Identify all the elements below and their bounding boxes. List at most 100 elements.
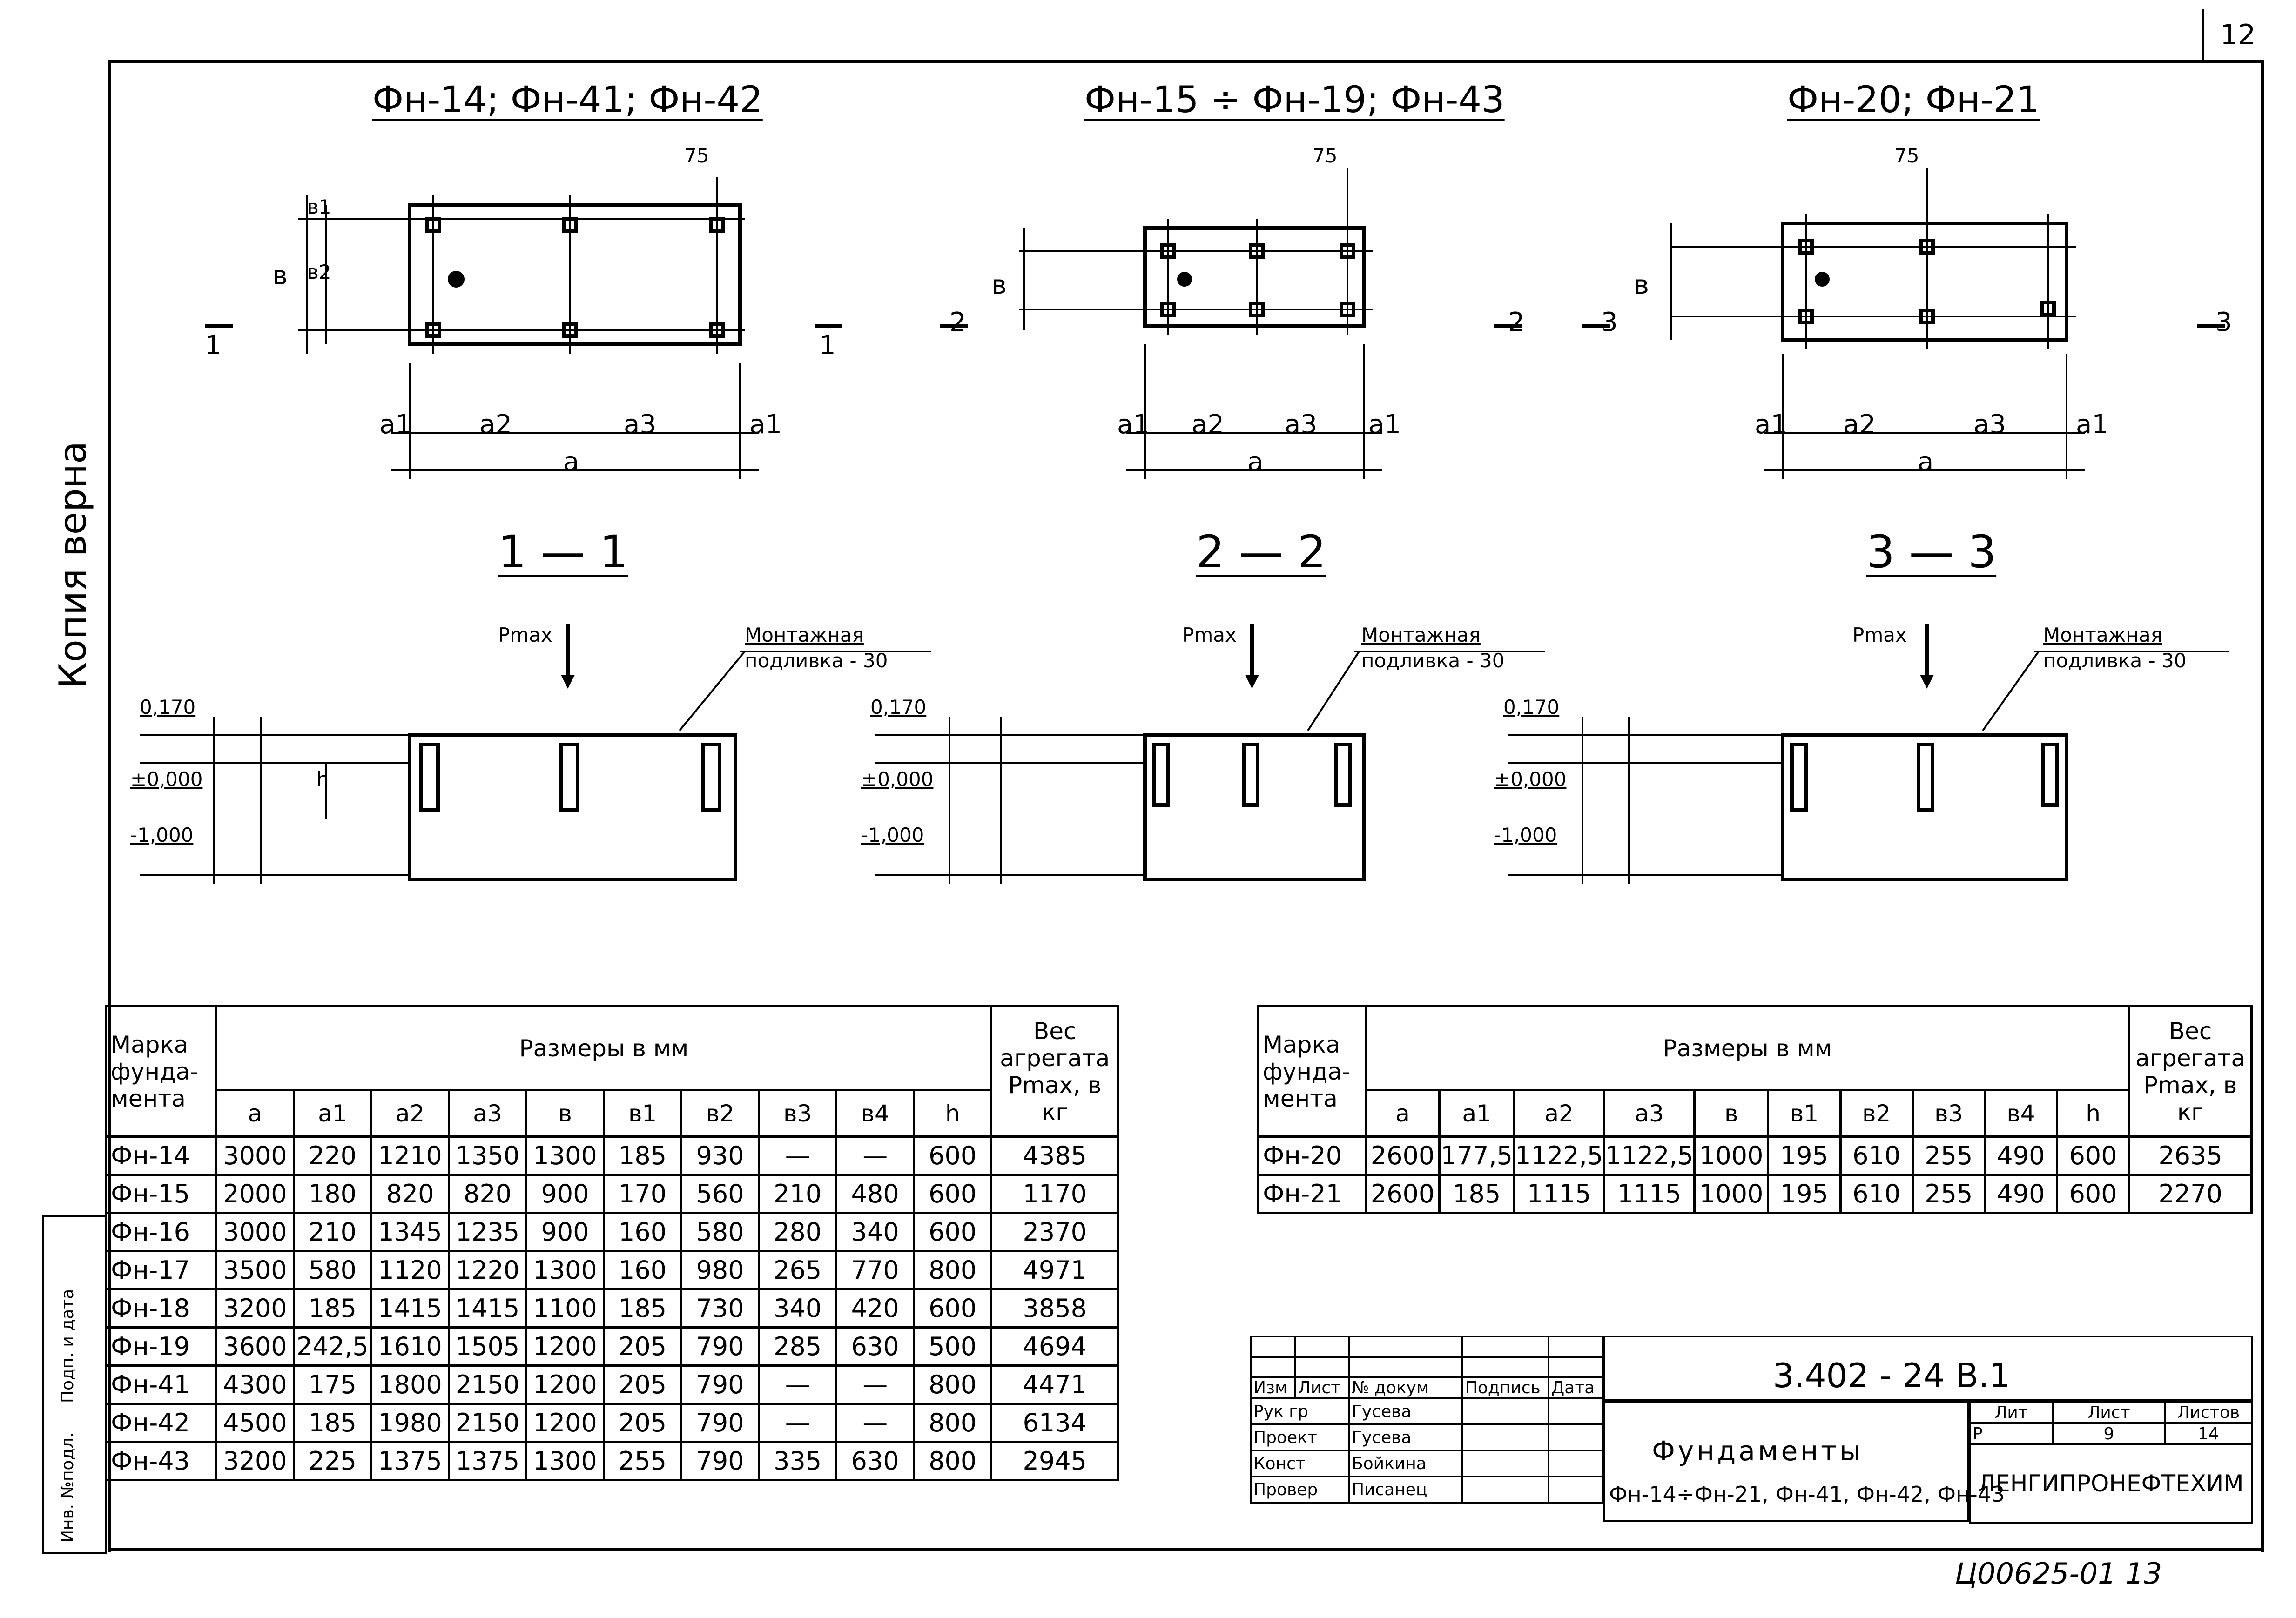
row-cell: 1120 xyxy=(370,1250,450,1290)
row-cell: 580 xyxy=(680,1212,760,1252)
stamp-title-2: Фн-14÷Фн-21, Фн-41, Фн-42, Фн-43 xyxy=(1609,1482,2005,1507)
stamp-title-1: Фундаменты xyxy=(1652,1435,1864,1467)
tl-header-sizes: Размеры в мм xyxy=(215,1005,993,1091)
row-cell: 900 xyxy=(525,1212,605,1252)
section2-lev-zero: ±0,000 xyxy=(861,768,934,791)
row-cell: 1122,5 xyxy=(1603,1135,1696,1176)
plan2-label-75: 75 xyxy=(1313,144,1338,167)
plan3-section-mark-right: 3 xyxy=(2215,307,2232,337)
tl-header-weight: Вес агрегата Pmax, в кг xyxy=(990,1005,1119,1138)
plan-3 xyxy=(1582,168,2225,479)
plan3-label-a3: a3 xyxy=(1973,410,2006,440)
plan2-label-a1: a1 xyxy=(1117,410,1150,440)
tl-header-mark: Марка фунда-мента xyxy=(104,1005,218,1138)
stamp-sheet: 9 xyxy=(2052,1422,2166,1445)
plan1-section-mark-left: 1 xyxy=(205,330,222,361)
row-cell: 4385 xyxy=(990,1135,1119,1176)
row-cell: 490 xyxy=(1983,1174,2059,1214)
plan1-label-75: 75 xyxy=(684,144,709,167)
row-cell: 2600 xyxy=(1364,1174,1441,1214)
section1-lev-top: 0,170 xyxy=(140,696,196,718)
row-cell: 3000 xyxy=(215,1135,295,1176)
stamp-name-1: Гусева xyxy=(1347,1397,1463,1425)
row-cell: 242,5 xyxy=(292,1326,373,1367)
row-cell: 160 xyxy=(602,1212,683,1252)
row-cell: 3200 xyxy=(215,1288,295,1329)
section-title-2: 2 — 2 xyxy=(1196,526,1326,578)
row-cell: 1000 xyxy=(1693,1135,1770,1176)
stamp-title-cell: Фундаменты Фн-14÷Фн-21, Фн-41, Фн-42, Фн… xyxy=(1603,1401,2005,1522)
sheet-frame xyxy=(108,60,2264,1552)
row-cell: 185 xyxy=(602,1288,683,1329)
row-cell: 4300 xyxy=(215,1364,295,1405)
row-mark: Фн-41 xyxy=(104,1364,218,1405)
row-cell: 1115 xyxy=(1513,1174,1606,1214)
row-cell: 1000 xyxy=(1693,1174,1770,1214)
section3-grout2: подливка - 30 xyxy=(2043,649,2187,672)
row-cell: 1980 xyxy=(370,1403,450,1443)
row-mark: Фн-14 xyxy=(104,1135,218,1176)
section1-lev-bot: -1,000 xyxy=(130,824,194,846)
section2-grout: Монтажная xyxy=(1361,624,1481,646)
row-cell: 800 xyxy=(912,1250,993,1290)
row-cell: 170 xyxy=(602,1174,683,1214)
section-1 xyxy=(140,624,931,884)
section3-lev-top: 0,170 xyxy=(1503,696,1560,718)
row-cell: 1375 xyxy=(447,1441,528,1481)
row-cell: 2600 xyxy=(1364,1135,1441,1176)
row-cell: 1210 xyxy=(370,1135,450,1176)
stamp-org: ЛЕНГИПРОНЕФТЕХИМ xyxy=(1969,1443,2253,1524)
plan2-section-mark-right: 2 xyxy=(1508,307,1525,337)
row-cell: 255 xyxy=(1911,1135,1986,1176)
stamp-name-3: Бойкина xyxy=(1347,1450,1463,1477)
side-strip-inv: Инв. №подл. xyxy=(58,1432,77,1543)
stamp-doc-code: 3.402 - 24 В.1 xyxy=(1773,1356,2011,1395)
plan2-label-a1b: a1 xyxy=(1368,410,1401,440)
section-2 xyxy=(875,624,1545,884)
stamp-lit: Р xyxy=(1968,1422,2054,1445)
plan1-label-b2: в2 xyxy=(307,261,331,283)
row-cell: 420 xyxy=(835,1288,915,1329)
plan2-label-a: a xyxy=(1247,447,1264,477)
stamp-hdr-sign: Подпись xyxy=(1461,1376,1550,1399)
table_right-col-3: a3 xyxy=(1603,1089,1696,1138)
table_right-col-0: a xyxy=(1364,1089,1441,1138)
row-cell: 255 xyxy=(602,1441,683,1481)
row-cell: 1300 xyxy=(525,1135,605,1176)
row-cell: 600 xyxy=(912,1288,993,1329)
row-cell: 490 xyxy=(1983,1135,2059,1176)
row-cell: 225 xyxy=(292,1441,373,1481)
table_right-col-5: в1 xyxy=(1767,1089,1842,1138)
plan-title-3: Фн-20; Фн-21 xyxy=(1787,79,2040,121)
row-cell: 630 xyxy=(835,1441,915,1481)
stamp-role-2: Проект xyxy=(1250,1423,1350,1451)
row-cell: 2945 xyxy=(990,1441,1119,1481)
table_left-col-6: в2 xyxy=(680,1089,760,1138)
row-cell: 500 xyxy=(912,1326,993,1367)
row-mark: Фн-19 xyxy=(104,1326,218,1367)
row-cell: 900 xyxy=(525,1174,605,1214)
row-cell: 175 xyxy=(292,1364,373,1405)
table_left-col-4: в xyxy=(525,1089,605,1138)
row-cell: 1610 xyxy=(370,1326,450,1367)
section2-grout2: подливка - 30 xyxy=(1361,649,1505,672)
row-cell: 335 xyxy=(757,1441,838,1481)
stamp-role-4: Провер xyxy=(1250,1476,1350,1504)
row-cell: — xyxy=(757,1364,838,1405)
section3-lev-zero: ±0,000 xyxy=(1494,768,1567,791)
row-cell: 180 xyxy=(292,1174,373,1214)
row-cell: 2270 xyxy=(2128,1174,2253,1214)
tr-header-mark: Марка фунда-мента xyxy=(1257,1005,1367,1138)
row-cell: — xyxy=(835,1364,915,1405)
row-cell: 1170 xyxy=(990,1174,1119,1214)
plan3-section-mark-left: 3 xyxy=(1601,307,1618,337)
row-mark: Фн-20 xyxy=(1257,1135,1367,1176)
